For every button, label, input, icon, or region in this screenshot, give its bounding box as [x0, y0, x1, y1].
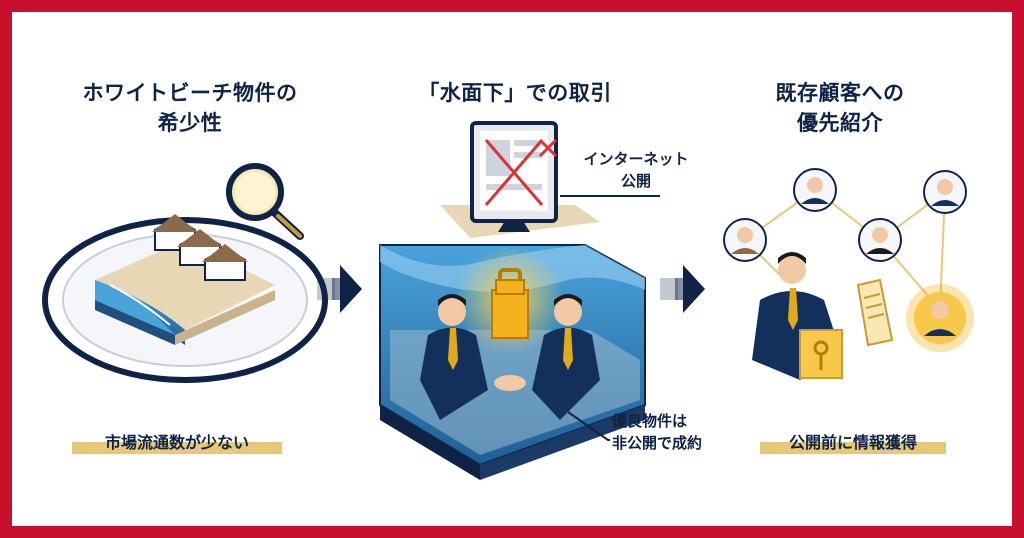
beach-houses-icon [152, 214, 248, 281]
document-icon [856, 278, 894, 347]
panel-1-title-line-1: ホワイトビーチ物件の [82, 81, 298, 105]
avatar [906, 284, 974, 352]
panel-3-highlight: 公開前に情報獲得 [760, 432, 946, 454]
panel-1-title-line-2: 希少性 [157, 111, 223, 135]
avatar [793, 168, 837, 212]
panel-1-highlight: 市場流通数が少ない [72, 432, 282, 454]
panel-3-title: 既存顧客への 優先紹介 [690, 78, 990, 138]
callout-private-deal: 優良物件は 非公開で成約 [612, 410, 752, 454]
arrow-icon [660, 265, 705, 313]
avatar [723, 218, 767, 262]
callout-internet-line-2: 公開 [620, 172, 651, 190]
panel-2-title: 「水面下」での取引 [365, 78, 665, 108]
key-envelope-icon [799, 329, 843, 379]
computer-monitor-icon [470, 121, 558, 232]
customer-network-illustration [744, 189, 946, 311]
panel-3-highlight-text: 公開前に情報獲得 [788, 433, 917, 452]
callout-private-line-2: 非公開で成約 [612, 434, 703, 452]
arrow-icon [317, 265, 362, 313]
panel-2-title-line-1: 「水面下」での取引 [418, 81, 612, 105]
handshake-icon [494, 375, 526, 391]
callout-internet-line-1: インターネット [583, 150, 689, 168]
magnifying-glass-icon [226, 163, 304, 240]
callout-private-line-1: 優良物件は [612, 412, 688, 430]
panel-1-title: ホワイトビーチ物件の 希少性 [40, 78, 340, 138]
close-icon [538, 138, 558, 158]
panel-1-highlight-text: 市場流通数が少ない [104, 433, 249, 452]
panel-3-title-line-1: 既存顧客への [775, 81, 905, 105]
avatar [923, 170, 967, 214]
callout-internet-public: インターネット 公開 [566, 148, 706, 192]
businessman-icon [420, 294, 488, 420]
panel-3-title-line-2: 優先紹介 [797, 111, 883, 135]
callout-line [567, 411, 610, 441]
businessman-icon [532, 294, 600, 420]
avatar [858, 218, 902, 262]
beach-island-illustration [42, 217, 328, 383]
